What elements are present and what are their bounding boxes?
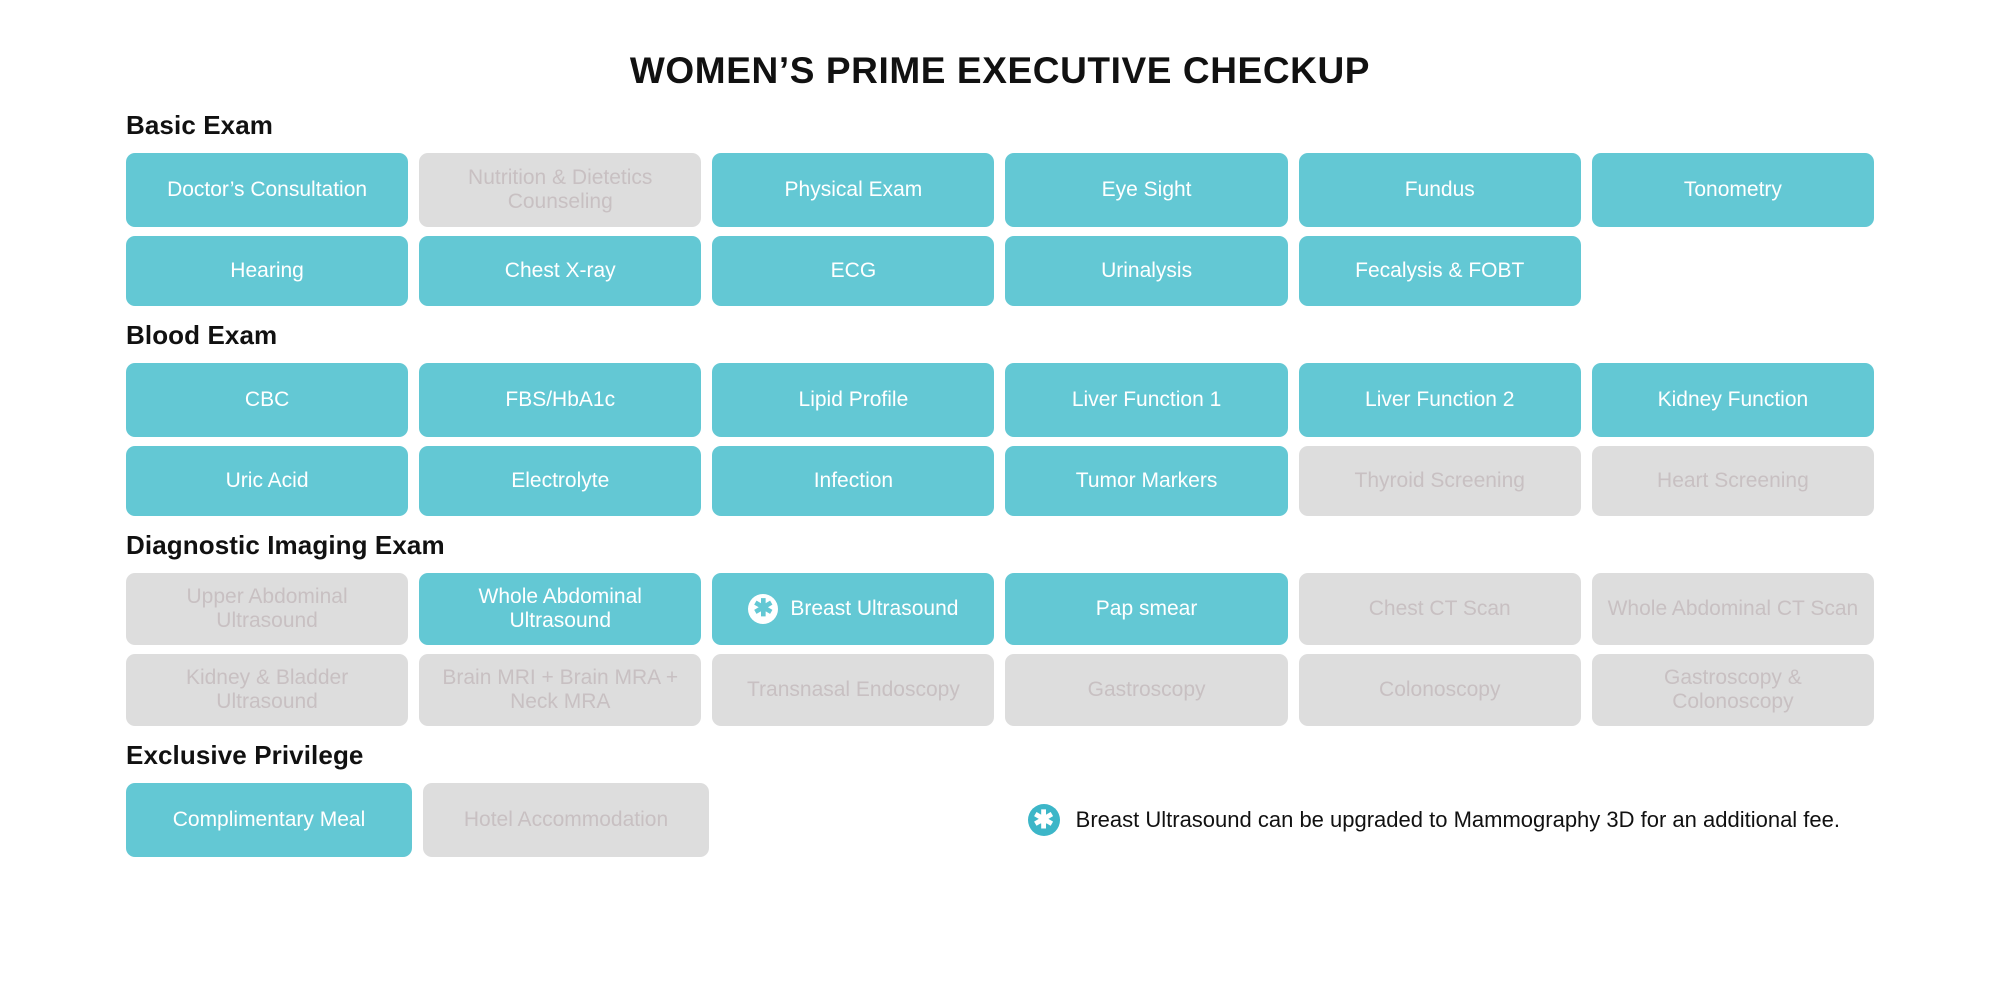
pill-whole-abdominal-ct-scan[interactable]: Whole Abdominal CT Scan xyxy=(1591,573,1874,645)
section-blood-exam: Blood Exam CBC FBS/HbA1c Lipid Profile L… xyxy=(126,320,1874,516)
pill-colonoscopy[interactable]: Colonoscopy xyxy=(1298,654,1581,726)
pill-label: Hotel Accommodation xyxy=(463,808,669,832)
pill-label: Fecalysis & FOBT xyxy=(1355,259,1525,283)
pill-tonometry[interactable]: Tonometry xyxy=(1591,153,1874,227)
pill-label: Colonoscopy xyxy=(1379,678,1501,702)
pill-label: Kidney & Bladder Ultrasound xyxy=(185,666,349,713)
sections-container: Basic Exam Doctor’s Consultation Nutriti… xyxy=(0,110,2000,857)
pill-transnasal-endoscopy[interactable]: Transnasal Endoscopy xyxy=(712,654,995,726)
pill-label: Whole Abdominal CT Scan xyxy=(1607,597,1859,621)
pill-label: Kidney Function xyxy=(1657,388,1809,412)
pill-fundus[interactable]: Fundus xyxy=(1298,153,1581,227)
pill-label: ECG xyxy=(830,259,877,283)
pill-label: Chest CT Scan xyxy=(1368,597,1511,621)
pill-label: Brain MRI + Brain MRA + Neck MRA xyxy=(442,666,679,713)
pill-hotel-accommodation[interactable]: Hotel Accommodation xyxy=(423,783,709,857)
section-exclusive-privilege: Exclusive Privilege Complimentary Meal H… xyxy=(126,740,1874,857)
section-title-exclusive-privilege: Exclusive Privilege xyxy=(126,740,364,770)
pill-gastroscopy-colonoscopy[interactable]: Gastroscopy & Colonoscopy xyxy=(1591,654,1874,726)
pill-tumor-markers[interactable]: Tumor Markers xyxy=(1005,446,1288,516)
pill-kidney-bladder-ultrasound[interactable]: Kidney & Bladder Ultrasound xyxy=(126,654,409,726)
pill-nutrition-dietetics-counseling[interactable]: Nutrition & Dietetics Counseling xyxy=(419,153,702,227)
pill-label: CBC xyxy=(244,388,290,412)
pill-physical-exam[interactable]: Physical Exam xyxy=(712,153,995,227)
section-title-basic-exam: Basic Exam xyxy=(126,110,273,140)
pill-label: Liver Function 2 xyxy=(1365,388,1515,412)
pill-liver-function-2[interactable]: Liver Function 2 xyxy=(1298,363,1581,437)
pill-label: Heart Screening xyxy=(1657,469,1809,493)
pill-label: Pap smear xyxy=(1095,597,1198,621)
pill-fbs-hba1c[interactable]: FBS/HbA1c xyxy=(419,363,702,437)
pill-lipid-profile[interactable]: Lipid Profile xyxy=(712,363,995,437)
pill-brain-mri-mra-neck-mra[interactable]: Brain MRI + Brain MRA + Neck MRA xyxy=(419,654,702,726)
diagnostic-imaging-row-2: Kidney & Bladder Ultrasound Brain MRI + … xyxy=(126,654,1874,726)
pill-label: Lipid Profile xyxy=(798,388,909,412)
pill-label: FBS/HbA1c xyxy=(505,388,616,412)
pill-label: Uric Acid xyxy=(225,469,309,493)
basic-exam-row-1: Doctor’s Consultation Nutrition & Dietet… xyxy=(126,153,1874,227)
pill-kidney-function[interactable]: Kidney Function xyxy=(1591,363,1874,437)
pill-pap-smear[interactable]: Pap smear xyxy=(1005,573,1288,645)
blood-exam-row-1: CBC FBS/HbA1c Lipid Profile Liver Functi… xyxy=(126,363,1874,437)
pill-label: Hearing xyxy=(230,259,304,283)
pill-label: Whole Abdominal Ultrasound xyxy=(478,585,642,632)
pill-doctors-consultation[interactable]: Doctor’s Consultation xyxy=(126,153,409,227)
pill-fecalysis-fobt[interactable]: Fecalysis & FOBT xyxy=(1298,236,1581,306)
basic-exam-row-2: Hearing Chest X-ray ECG Urinalysis Fecal… xyxy=(126,236,1874,306)
pill-urinalysis[interactable]: Urinalysis xyxy=(1005,236,1288,306)
pill-eye-sight[interactable]: Eye Sight xyxy=(1005,153,1288,227)
pill-chest-x-ray[interactable]: Chest X-ray xyxy=(419,236,702,306)
pill-infection[interactable]: Infection xyxy=(712,446,995,516)
pill-gastroscopy[interactable]: Gastroscopy xyxy=(1005,654,1288,726)
pill-chest-ct-scan[interactable]: Chest CT Scan xyxy=(1298,573,1581,645)
blood-exam-row-2: Uric Acid Electrolyte Infection Tumor Ma… xyxy=(126,446,1874,516)
footnote: ✱ Breast Ultrasound can be upgraded to M… xyxy=(1027,804,1840,836)
pill-label: Electrolyte xyxy=(511,469,610,493)
section-basic-exam: Basic Exam Doctor’s Consultation Nutriti… xyxy=(126,110,1874,306)
pill-label: Urinalysis xyxy=(1101,259,1193,283)
pill-label: Gastroscopy xyxy=(1087,678,1206,702)
page-title: WOMEN’S PRIME EXECUTIVE CHECKUP xyxy=(629,50,1371,91)
privilege-and-footnote: Complimentary Meal Hotel Accommodation ✱… xyxy=(126,783,1874,857)
section-title-blood-exam: Blood Exam xyxy=(126,320,278,350)
section-title-diagnostic-imaging-exam: Diagnostic Imaging Exam xyxy=(126,530,445,560)
pill-label: Nutrition & Dietetics Counseling xyxy=(468,166,653,213)
pill-label: Fundus xyxy=(1404,178,1475,202)
asterisk-icon: ✱ xyxy=(1027,804,1060,836)
pill-heart-screening[interactable]: Heart Screening xyxy=(1591,446,1874,516)
pill-label: Liver Function 1 xyxy=(1071,388,1222,412)
pill-label: Thyroid Screening xyxy=(1354,469,1525,493)
pill-complimentary-meal[interactable]: Complimentary Meal xyxy=(126,783,412,857)
footnote-text: Breast Ultrasound can be upgraded to Mam… xyxy=(1075,807,1840,832)
section-diagnostic-imaging-exam: Diagnostic Imaging Exam Upper Abdominal … xyxy=(126,530,1874,726)
pill-label: Doctor’s Consultation xyxy=(167,178,368,202)
pill-label: Chest X-ray xyxy=(504,259,616,283)
pill-label: Breast Ultrasound xyxy=(790,597,959,621)
pill-uric-acid[interactable]: Uric Acid xyxy=(126,446,409,516)
diagnostic-imaging-row-1: Upper Abdominal Ultrasound Whole Abdomin… xyxy=(126,573,1874,645)
pill-label: Tonometry xyxy=(1683,178,1782,202)
asterisk-icon: ✱ xyxy=(748,594,779,624)
privilege-row: Complimentary Meal Hotel Accommodation xyxy=(126,783,709,857)
pill-ecg[interactable]: ECG xyxy=(712,236,995,306)
pill-label: Physical Exam xyxy=(784,178,923,202)
pill-label: Infection xyxy=(813,469,894,493)
pill-hearing[interactable]: Hearing xyxy=(126,236,409,306)
pill-upper-abdominal-ultrasound[interactable]: Upper Abdominal Ultrasound xyxy=(126,573,409,645)
pill-liver-function-1[interactable]: Liver Function 1 xyxy=(1005,363,1288,437)
pill-electrolyte[interactable]: Electrolyte xyxy=(419,446,702,516)
pill-label: Complimentary Meal xyxy=(172,808,366,832)
pill-label: Tumor Markers xyxy=(1075,469,1218,493)
pill-label: Gastroscopy & Colonoscopy xyxy=(1664,666,1802,713)
pill-label: Transnasal Endoscopy xyxy=(746,678,960,702)
pill-breast-ultrasound[interactable]: ✱ Breast Ultrasound xyxy=(712,573,995,645)
pill-label: Eye Sight xyxy=(1101,178,1192,202)
pill-thyroid-screening[interactable]: Thyroid Screening xyxy=(1298,446,1581,516)
pill-whole-abdominal-ultrasound[interactable]: Whole Abdominal Ultrasound xyxy=(419,573,702,645)
pill-label: Upper Abdominal Ultrasound xyxy=(186,585,348,632)
pill-cbc[interactable]: CBC xyxy=(126,363,409,437)
